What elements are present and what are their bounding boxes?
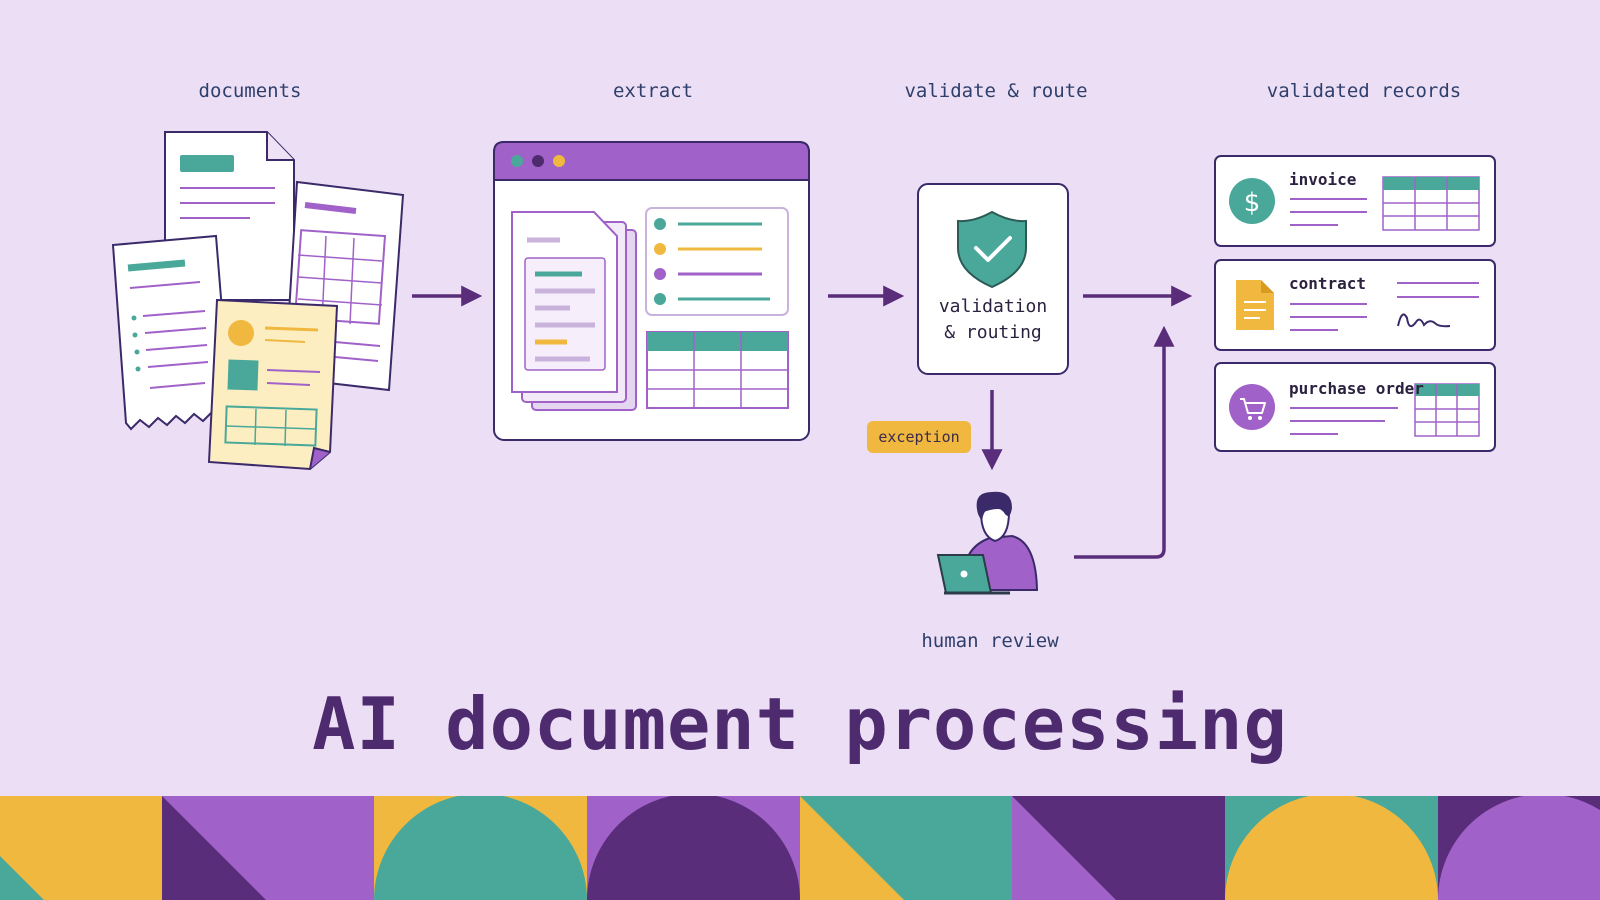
human-reviewer-icon	[936, 491, 1039, 595]
validation-label-line2: & routing	[944, 322, 1042, 343]
validation-box	[917, 183, 1069, 375]
return-arrow	[1074, 325, 1175, 559]
record-card-invoice: $	[1214, 155, 1496, 247]
stage-label-documents: documents	[198, 80, 302, 102]
stage-label-extract: extract	[612, 80, 694, 102]
extract-window	[493, 141, 810, 441]
record-title-invoice: invoice	[1289, 170, 1357, 189]
cart-icon	[1229, 384, 1275, 430]
record-card-contract	[1214, 259, 1496, 351]
record-title-purchase-order: purchase order	[1289, 379, 1424, 398]
dollar-icon	[1229, 178, 1275, 224]
documents-stack-icon	[111, 131, 405, 471]
record-card-purchase-order	[1214, 362, 1496, 452]
human-review-label: human review	[921, 630, 1059, 652]
record-title-contract: contract	[1289, 274, 1367, 293]
stage-label-validate: validate & route	[904, 80, 1088, 102]
signature-icon	[1397, 313, 1451, 328]
page-title: AI document processing	[312, 682, 1288, 766]
shield-check-icon	[957, 210, 1027, 289]
stage-label-records: validated records	[1266, 80, 1462, 102]
svg-text:$: $	[1244, 188, 1261, 218]
validation-label-line1: validation	[938, 296, 1048, 317]
decorative-footer-pattern	[0, 796, 1600, 900]
exception-badge: exception	[867, 421, 971, 453]
